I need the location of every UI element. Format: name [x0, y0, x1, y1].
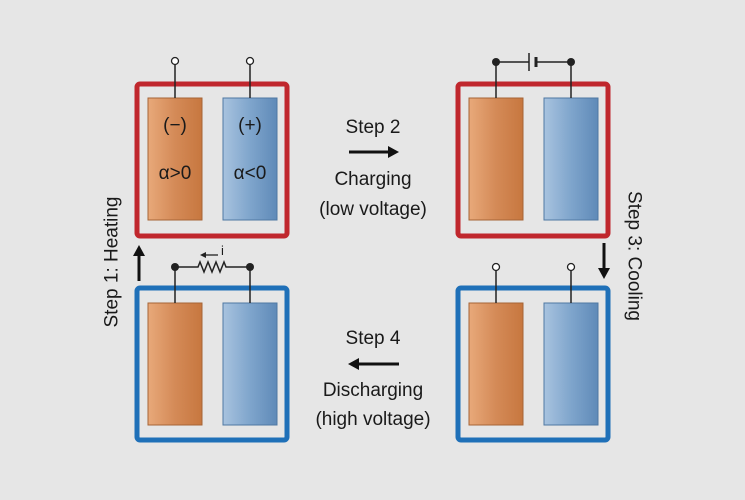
arrow-icon — [133, 245, 145, 281]
resistor-icon — [175, 259, 250, 275]
cell-frame — [134, 81, 290, 239]
step4-description: Discharging — [322, 380, 424, 401]
cell-bottom-left — [134, 252, 290, 443]
negative-electrode — [468, 302, 524, 426]
arrow-icon — [348, 358, 399, 370]
negative-sign-label: (−) — [163, 115, 187, 136]
positive-electrode — [222, 302, 278, 426]
positive-sign-label: (+) — [238, 115, 262, 136]
step1-label: Step 1: Heating — [101, 196, 123, 328]
cell-frame — [455, 285, 611, 443]
positive-electrode — [543, 302, 599, 426]
step3-label: Step 3: Cooling — [623, 191, 645, 321]
cell-bottom-right — [455, 262, 611, 443]
current-label: i — [221, 243, 224, 258]
cell-top-left — [134, 56, 290, 239]
negative-electrode — [468, 97, 524, 221]
negative-electrode — [147, 302, 203, 426]
battery-icon — [496, 53, 571, 71]
terminal-icon — [566, 262, 576, 272]
junction-dot — [246, 263, 254, 271]
terminal-icon — [491, 262, 501, 272]
step4-note: (high voltage) — [315, 409, 431, 430]
junction-dot — [492, 58, 500, 66]
cell-frame — [134, 285, 290, 443]
step2-description: Charging — [334, 169, 412, 190]
step2-title: Step 2 — [345, 117, 401, 138]
terminal-icon — [245, 56, 255, 66]
positive-electrode — [222, 97, 278, 221]
cell-top-right — [455, 53, 611, 239]
junction-dot — [567, 58, 575, 66]
negative-alpha-label: α>0 — [158, 163, 192, 184]
step2-note: (low voltage) — [319, 199, 427, 220]
cell-frame — [455, 81, 611, 239]
step4-title: Step 4 — [345, 328, 401, 349]
junction-dot — [171, 263, 179, 271]
positive-alpha-label: α<0 — [233, 163, 267, 184]
positive-electrode — [543, 97, 599, 221]
arrow-icon — [349, 146, 399, 158]
arrow-icon — [598, 243, 610, 279]
current-arrow-icon — [200, 252, 218, 258]
terminal-icon — [170, 56, 180, 66]
